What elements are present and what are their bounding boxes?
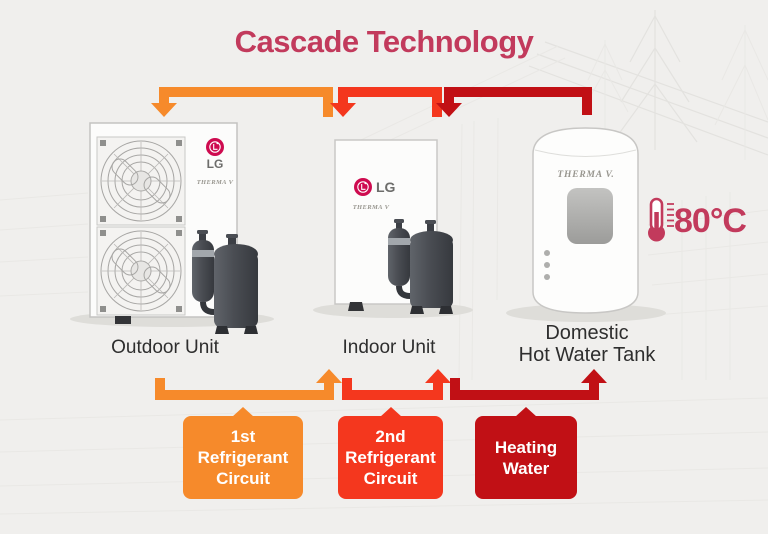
flow-arrow-bottom-first-circuit [155, 369, 342, 400]
lg-logo-icon [354, 178, 372, 196]
label-hot-water-tank: Domestic Hot Water Tank [518, 322, 656, 366]
legend-first-refrigerant-circuit: 1st Refrigerant Circuit [183, 407, 303, 499]
fan-grille-top [96, 136, 186, 226]
temperature-label: 80°C [674, 202, 747, 240]
indoor-unit: LG THERMA V [334, 139, 453, 314]
thermometer-icon [648, 197, 674, 242]
tank-indicator-dots [544, 250, 550, 280]
legend-heating-water: Heating Water [475, 407, 577, 499]
flow-arrow-top-first-circuit [151, 87, 333, 117]
hot-water-tank: THERMA V. [532, 127, 639, 314]
outdoor-unit: LG THERMA V [89, 122, 258, 334]
indoor-unit-foot [348, 302, 364, 311]
indoor-brand-text: LG [376, 179, 396, 195]
flow-arrow-top-second-circuit [330, 87, 442, 117]
flow-arrow-top-heating-water [436, 87, 592, 117]
label-indoor-unit: Indoor Unit [342, 337, 436, 358]
lg-logo-icon [206, 138, 224, 156]
tank-model-text: THERMA V. [557, 170, 614, 180]
outdoor-brand-text: LG [207, 157, 224, 171]
fan-grille-bottom [96, 226, 186, 316]
indoor-model-text: THERMA V [353, 204, 390, 211]
flow-arrow-bottom-heating-water [450, 369, 607, 400]
outdoor-compressor-cylinders [192, 230, 258, 334]
indoor-compressor-cylinders [388, 219, 453, 314]
tank-control-panel [567, 188, 613, 244]
page-title: Cascade Technology [234, 24, 534, 59]
legend-second-refrigerant-circuit: 2nd Refrigerant Circuit [338, 407, 443, 499]
flow-arrow-bottom-second-circuit [342, 369, 451, 400]
pine-tree-sketch [581, 10, 768, 160]
outdoor-model-text: THERMA V [197, 179, 234, 186]
label-outdoor-unit: Outdoor Unit [111, 337, 219, 358]
outdoor-unit-foot [115, 316, 131, 324]
